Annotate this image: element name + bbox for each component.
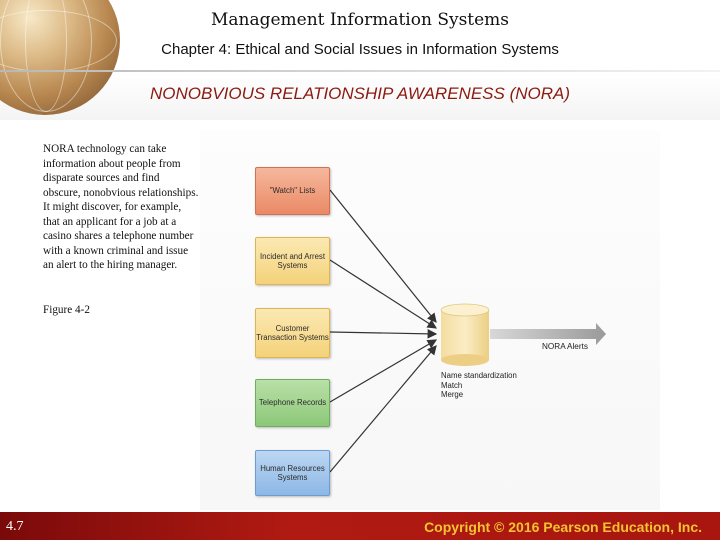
connector-incident-systems	[329, 259, 438, 329]
title-divider	[0, 70, 720, 72]
course-title: Management Information Systems	[210, 10, 510, 30]
connector-watch-lists	[329, 189, 437, 323]
figure-label: Figure 4-2	[43, 304, 90, 316]
nora-alerts-arrow	[490, 323, 606, 345]
operation-merge: Merge	[441, 390, 464, 400]
operation-match: Match	[441, 380, 463, 390]
source-customer-transaction-systems: Customer Transaction Systems	[255, 308, 330, 358]
operation-name-standardization: Name standardization	[441, 371, 517, 380]
connector-customer-transactions	[329, 329, 438, 339]
nora-alerts-label: NORA Alerts	[542, 342, 588, 351]
source-human-resources-systems: Human Resources Systems	[255, 450, 330, 496]
database-icon	[440, 303, 490, 366]
header-band: Management Information Systems Chapter 4…	[0, 0, 720, 120]
source-incident-arrest-systems: Incident and Arrest Systems	[255, 237, 330, 285]
connector-hr-systems	[329, 345, 437, 473]
slide-number: 4.7	[6, 519, 24, 534]
footer-bar: 4.7 Copyright © 2016 Pearson Education, …	[0, 512, 720, 540]
source-watch-lists: "Watch" Lists	[255, 167, 330, 215]
database-operations: Name standardization Match Merge	[441, 371, 517, 400]
copyright-notice: Copyright © 2016 Pearson Education, Inc.	[424, 519, 702, 535]
body-paragraph: NORA technology can take information abo…	[43, 143, 199, 271]
source-telephone-records: Telephone Records	[255, 379, 330, 427]
chapter-title: Chapter 4: Ethical and Social Issues in …	[161, 41, 559, 58]
connector-telephone-records	[329, 339, 438, 403]
slide-title: NONOBVIOUS RELATIONSHIP AWARENESS (NORA)	[149, 84, 571, 103]
